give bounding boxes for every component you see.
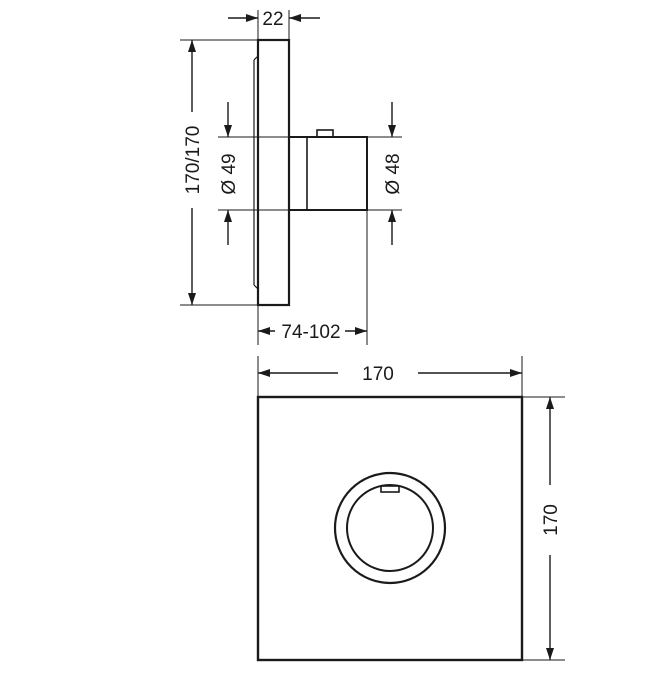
dim-depth-range: 74-102 bbox=[281, 322, 340, 343]
side-view-handle bbox=[288, 136, 368, 211]
dim-width-front: 170 bbox=[362, 364, 394, 385]
front-view: 170 170 bbox=[256, 356, 565, 662]
dim-height-side: 170/170 bbox=[183, 126, 204, 195]
front-view-indicator bbox=[380, 485, 400, 493]
dim-height-front: 170 bbox=[541, 504, 562, 536]
side-view: 22 170/170 Ø 49 Ø 48 74-102 bbox=[180, 9, 404, 345]
side-view-plate bbox=[256, 38, 291, 307]
front-view-plate bbox=[256, 395, 524, 662]
dim-depth-plate: 22 bbox=[262, 9, 283, 30]
front-view-inner-ring bbox=[346, 484, 434, 572]
side-view-indicator bbox=[316, 129, 334, 138]
dim-diameter-right: Ø 48 bbox=[383, 153, 404, 194]
dim-diameter-left: Ø 49 bbox=[219, 153, 240, 194]
front-view-outer-ring bbox=[333, 471, 447, 585]
